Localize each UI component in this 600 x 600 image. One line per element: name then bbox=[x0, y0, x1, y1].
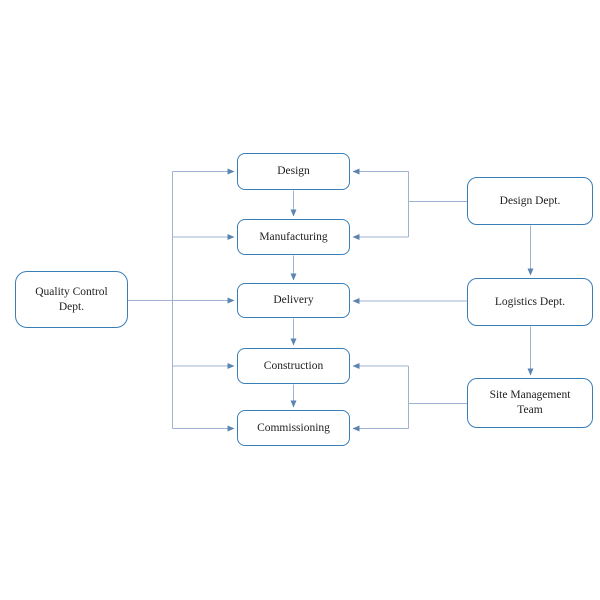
node-delivery: Delivery bbox=[237, 283, 350, 318]
node-construction: Construction bbox=[237, 348, 350, 384]
node-design: Design bbox=[237, 153, 350, 190]
node-logistics-dept: Logistics Dept. bbox=[467, 278, 593, 326]
node-quality-control-dept: Quality Control Dept. bbox=[15, 271, 128, 328]
node-commissioning: Commissioning bbox=[237, 410, 350, 446]
node-site-management-team: Site Management Team bbox=[467, 378, 593, 428]
node-design-dept: Design Dept. bbox=[467, 177, 593, 225]
node-manufacturing: Manufacturing bbox=[237, 219, 350, 255]
